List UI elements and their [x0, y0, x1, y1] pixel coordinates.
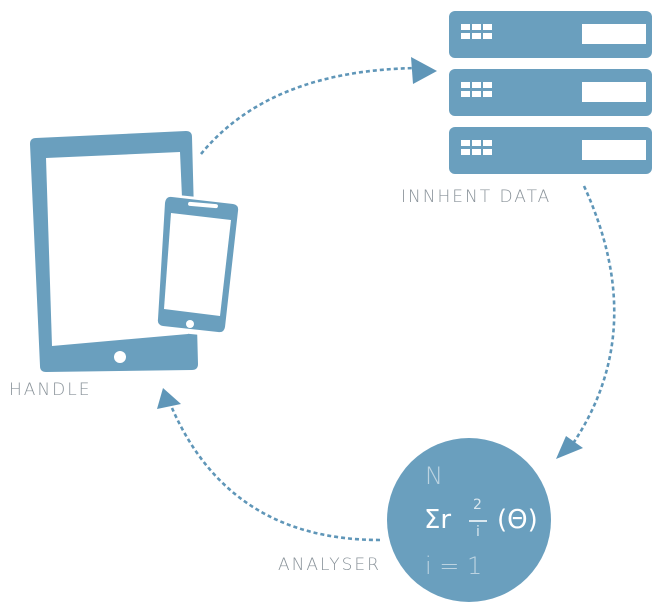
server-unit-3: [449, 127, 652, 174]
formula-numerator: 2: [473, 497, 482, 513]
arrowhead-to-devices: [157, 388, 181, 409]
arrowhead-to-analysis: [556, 436, 583, 459]
cycle-arrows: [170, 66, 616, 542]
arrow-servers-to-analysis: [570, 185, 616, 446]
formula-sum: Σr: [424, 505, 452, 535]
arrowheads: [157, 57, 583, 459]
formula-fraction-bar: [469, 520, 487, 522]
label-analyser: ANALYSER: [278, 555, 381, 575]
server-unit-2: [449, 69, 652, 116]
arrow-devices-to-servers: [199, 66, 419, 155]
label-innhent-data: INNHENT DATA: [401, 187, 552, 207]
label-handle: HANDLE: [9, 380, 92, 400]
phone-icon: [154, 193, 242, 338]
formula-lower-limit: i = 1: [425, 552, 483, 580]
formula-theta: (Θ): [497, 505, 538, 535]
server-unit-1: [449, 11, 652, 58]
server-stack-icon: [449, 11, 652, 174]
tablet-and-phone-icon: [30, 131, 242, 372]
formula-upper-limit: N: [425, 462, 443, 490]
formula-denominator: i: [476, 524, 480, 540]
arrow-analysis-to-devices: [170, 407, 381, 542]
arrowhead-to-servers: [411, 57, 437, 84]
